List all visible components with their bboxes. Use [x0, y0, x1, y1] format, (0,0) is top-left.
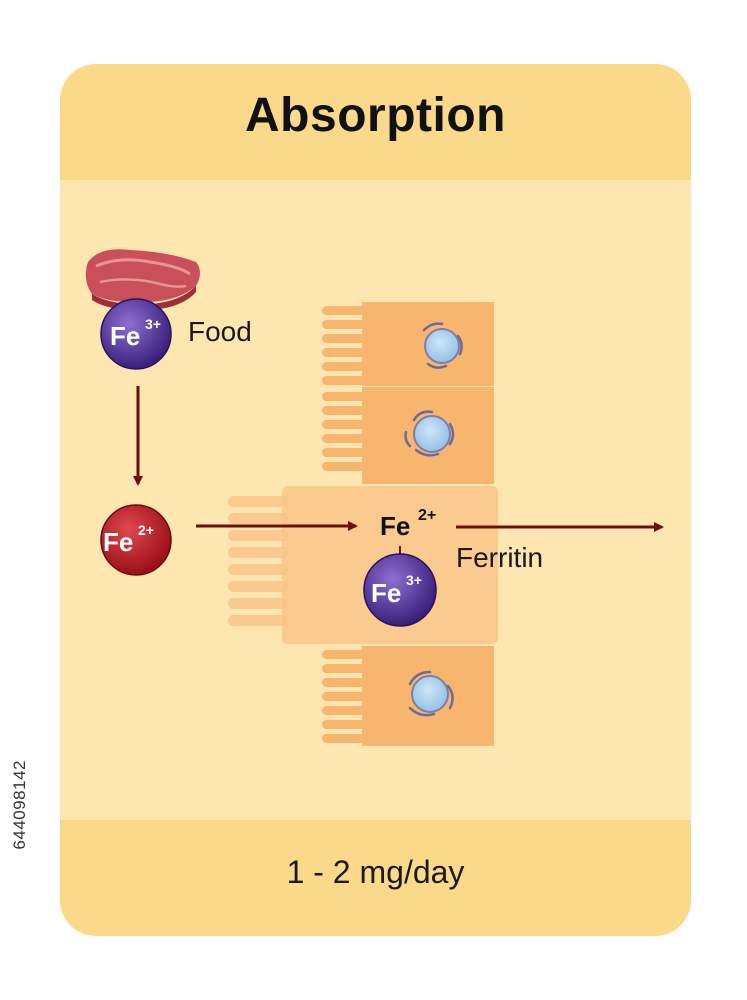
fe2-lumen-charge: 2+: [138, 522, 154, 538]
fe3-ferritin-charge: 3+: [406, 572, 422, 588]
image-id-text: 644098142: [10, 760, 29, 850]
enterocyte-bottom: [322, 646, 494, 746]
fe3-food-charge: 3+: [145, 316, 161, 332]
enterocyte-second: [322, 387, 494, 484]
ferritin-label: Ferritin: [456, 542, 543, 573]
fe2-cell-ion: Fe 2+: [380, 507, 436, 541]
absorption-card: Absorption 1 - 2 mg/day: [60, 64, 691, 936]
epithelial-cells: [228, 302, 498, 746]
absorption-rate: 1 - 2 mg/day: [286, 854, 465, 890]
fe2-cell-charge: 2+: [418, 507, 436, 524]
card-footer: 1 - 2 mg/day: [60, 820, 691, 936]
food-label: Food: [188, 316, 252, 347]
fe2-cell-symbol: Fe: [380, 511, 410, 541]
fe3-food-symbol: Fe: [110, 321, 140, 351]
fe3-ferritin-ion: Fe 3+: [363, 553, 437, 627]
fe3-ferritin-symbol: Fe: [371, 578, 401, 608]
card-header: Absorption: [60, 64, 691, 180]
enterocyte-top: [322, 302, 494, 386]
fe3-food-ion: Fe 3+: [100, 298, 172, 370]
card-title: Absorption: [245, 89, 506, 142]
fe2-lumen-ion: Fe 2+: [100, 504, 172, 576]
fe2-lumen-symbol: Fe: [103, 527, 133, 557]
